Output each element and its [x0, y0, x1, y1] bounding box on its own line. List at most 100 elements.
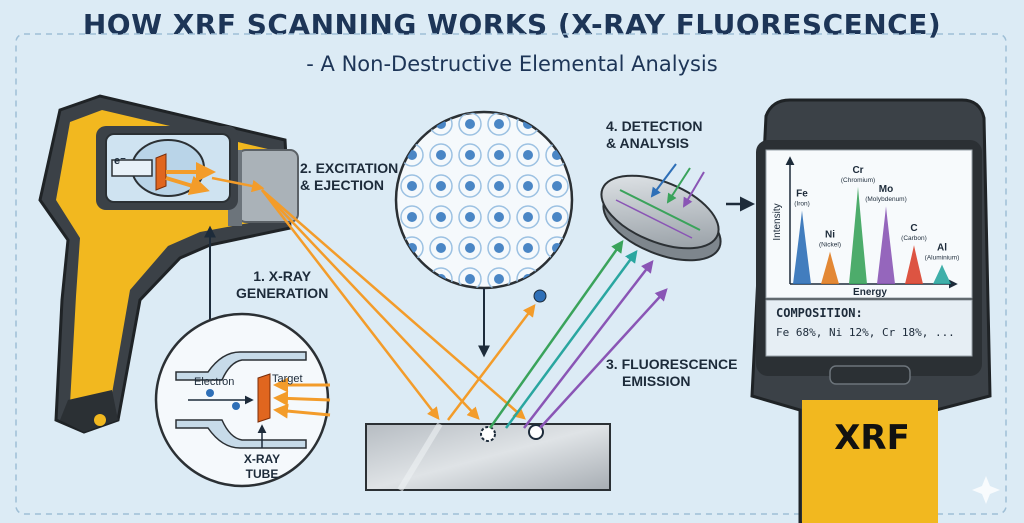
peak-name-cr: (Chromium) — [841, 177, 875, 184]
atom-nucleus — [465, 150, 475, 160]
atom-shell — [487, 267, 511, 288]
atom-shell — [400, 205, 424, 229]
page-subtitle: - A Non-Destructive Elemental Analysis — [306, 52, 718, 76]
atom-nucleus — [552, 181, 562, 191]
step-1-line-1: 1. X-RAY — [253, 268, 312, 284]
peak-label-cr: Cr — [852, 165, 863, 176]
atom-nucleus — [407, 119, 417, 129]
atom-lattice — [394, 110, 574, 358]
dashed-frame — [15, 33, 1007, 515]
fluorescence-rays — [488, 239, 668, 429]
step-4-line-1: 4. DETECTION — [606, 118, 703, 134]
spectrum-peak-al — [933, 264, 951, 284]
peak-name-c: (Carbon) — [901, 235, 927, 242]
spectrum-peak-ni — [821, 251, 839, 284]
atom-nucleus — [407, 274, 417, 284]
step-2-label: 2. EXCITATION & EJECTION — [300, 160, 398, 194]
step-1-line-2: GENERATION — [236, 285, 329, 301]
peak-label-fe: Fe — [796, 189, 808, 200]
atom-shell — [545, 205, 569, 229]
tube-label-line-2: TUBE — [246, 467, 279, 481]
atom-nucleus — [465, 274, 475, 284]
atom-nucleus — [407, 150, 417, 160]
atom-nucleus — [436, 150, 446, 160]
atom-nucleus — [552, 212, 562, 222]
peak-name-ni: (Nickel) — [819, 242, 841, 249]
atom-nucleus — [494, 243, 504, 253]
atom-shell — [458, 205, 482, 229]
atom-shell — [429, 174, 453, 198]
spectrum-peak-fe — [793, 210, 811, 284]
atom-nucleus — [494, 150, 504, 160]
atom-nucleus — [523, 243, 533, 253]
step-2-line-2: & EJECTION — [300, 177, 385, 193]
primary-xray-beams — [211, 176, 536, 421]
atom-shell — [400, 174, 424, 198]
atom-shell — [400, 112, 424, 136]
atom-nucleus — [436, 243, 446, 253]
atom-shell — [429, 205, 453, 229]
atom-shell — [429, 143, 453, 167]
atom-nucleus — [407, 181, 417, 191]
tube-label-line-1: X-RAY — [244, 452, 280, 466]
electron-symbol: e⁻ — [114, 155, 126, 167]
atom-shell — [458, 236, 482, 260]
atom-shell — [400, 267, 424, 288]
xrf-gun — [38, 94, 299, 434]
atom-shell — [458, 143, 482, 167]
atom-shell — [545, 267, 569, 288]
spectrum-chart: Intensity Energy Fe(Iron)Ni(Nickel)Cr(Ch… — [772, 156, 960, 298]
atom-nucleus — [552, 274, 562, 284]
peak-label-mo: Mo — [879, 184, 893, 195]
detector — [600, 163, 755, 262]
atom-shell — [516, 236, 540, 260]
peak-name-mo: (Molybdenum) — [865, 196, 907, 203]
atom-nucleus — [407, 212, 417, 222]
spectrum-peak-c — [905, 245, 923, 284]
step-3-line-1: 3. FLUORESCENCE — [606, 356, 738, 372]
device-brand: XRF — [834, 418, 910, 458]
atom-nucleus — [436, 212, 446, 222]
atom-shell — [487, 174, 511, 198]
atom-nucleus — [465, 119, 475, 129]
atom-nucleus — [436, 181, 446, 191]
spectrum-y-label: Intensity — [772, 203, 783, 240]
target-label: Target — [272, 373, 303, 385]
atom-nucleus — [523, 212, 533, 222]
atom-nucleus — [494, 212, 504, 222]
atom-nucleus — [494, 274, 504, 284]
sparkle-icon — [972, 476, 1000, 504]
atom-nucleus — [465, 243, 475, 253]
atom-nucleus — [494, 181, 504, 191]
atom-shell — [516, 143, 540, 167]
page-title: HOW XRF SCANNING WORKS (X-RAY FLUORESCEN… — [82, 8, 942, 41]
peak-label-al: Al — [937, 243, 947, 254]
atom-nucleus — [552, 119, 562, 129]
atom-shell — [458, 267, 482, 288]
composition-value: Fe 68%, Ni 12%, Cr 18%, ... — [776, 326, 955, 339]
step-3-label: 3. FLUORESCENCE EMISSION — [606, 356, 737, 390]
atom-nucleus — [523, 181, 533, 191]
step-4-label: 4. DETECTION & ANALYSIS — [606, 118, 702, 152]
sample-block — [365, 422, 611, 492]
step-1-label: 1. X-RAY GENERATION — [236, 268, 328, 302]
atom-shell — [545, 174, 569, 198]
atom-nucleus — [465, 181, 475, 191]
atom-shell — [516, 174, 540, 198]
atom-shell — [487, 236, 511, 260]
atom-shell — [545, 112, 569, 136]
atom-shell — [487, 143, 511, 167]
composition-heading: COMPOSITION: — [776, 306, 863, 320]
peak-label-ni: Ni — [825, 230, 835, 241]
electron-label: Electron — [194, 376, 234, 388]
step-3-line-2: EMISSION — [622, 373, 691, 389]
spectrum-x-label: Energy — [853, 287, 887, 298]
atom-shell — [458, 174, 482, 198]
atom-shell — [516, 205, 540, 229]
atom-nucleus — [465, 212, 475, 222]
peak-name-al: (Aluminium) — [925, 255, 960, 262]
xray-tube-inset — [154, 312, 331, 488]
atom-shell — [487, 205, 511, 229]
